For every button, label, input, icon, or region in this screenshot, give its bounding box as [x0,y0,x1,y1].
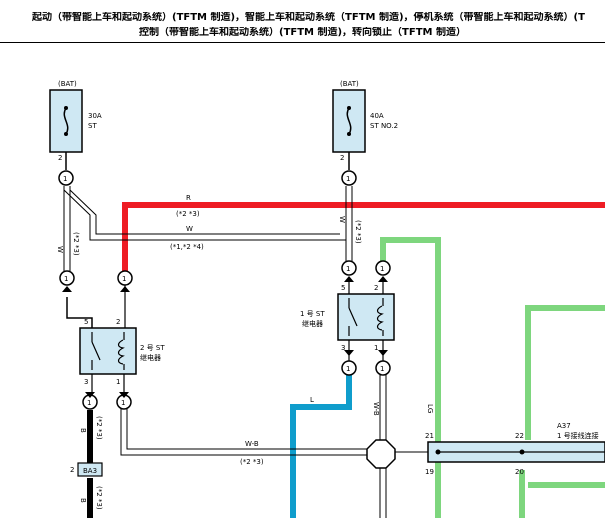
fuse-st-pin: 2 [58,154,62,162]
conn-9-label: 1 [87,399,91,407]
wire-wb-note: (*2 *3) [240,458,264,466]
fuse-st-no2-name: ST NO.2 [370,122,398,130]
conn-2-label: 1 [346,175,350,183]
junction-a37-label: 1 号接线连接 [557,431,599,440]
wire-w-left-note: (*2 *3) [72,232,80,256]
wire-blue-l [290,375,352,518]
conn-10-label: 1 [121,399,125,407]
relay-no1-pin-1: 1 [374,344,378,352]
wire-w-left-color: W [56,246,64,253]
relay-no1-pin-3: 3 [341,344,345,352]
conn-6-label: 1 [380,265,384,273]
conn-8-label: 1 [380,365,384,373]
conn-1-label: 1 [63,175,67,183]
diagram-title-line-2: 控制（带智能上车和起动系统）(TFTM 制造)，转向锁止（TFTM 制造） [139,27,466,38]
relay-no2-label: 2 号 ST [140,344,165,352]
relay-no2-label-2: 继电器 [140,353,161,362]
relay-no1-pin-2: 2 [374,284,378,292]
relay-no1-label: 1 号 ST [300,310,325,318]
splice-point [366,439,396,469]
fuse-st-no2 [332,89,366,170]
wire-red [122,202,605,278]
relay-no1-label-2: 继电器 [302,319,323,328]
fuse-st-no2-pin: 2 [340,154,344,162]
relay-no1-st [337,282,395,361]
conn-3-label: 1 [64,275,68,283]
wire-wb-vertical: W-B [372,402,380,416]
relay-no2-pin-3: 3 [84,378,88,386]
wire-l-color: L [310,396,314,404]
wire-red-color: R [186,194,191,202]
wire-w-note: (*1,*2 *4) [170,243,204,251]
diagram-title-line-1: 起动（带智能上车和起动系统）(TFTM 制造)，智能上车和起动系统（TFTM 制… [32,12,585,23]
fuse-st-source: (BAT) [58,80,77,88]
wire-b-color: B [79,428,87,433]
wire-w-color: W [186,225,193,233]
relay-no2-pin-2: 2 [116,318,120,326]
wire-w-right-note: (*2 *3) [354,220,362,244]
wire-b-note-2: (*2 *3) [95,486,103,510]
wire-lg-color: LG [426,404,434,413]
junction-pin-21: 21 [425,432,434,440]
wire-green-lg [380,237,441,518]
wire-green-right [525,305,605,440]
fuse-st [49,89,83,170]
title-underline [0,42,605,43]
conn-5-label: 1 [346,265,350,273]
wire-green-bottom [519,470,605,518]
fuse-st-no2-rating: 40A [370,112,384,120]
junction-a37 [427,441,605,463]
relay-no2-st [79,285,137,395]
junction-a37-name: A37 [557,422,571,430]
wire-wb-color: W-B [245,440,259,448]
wire-b-note: (*2 *3) [95,416,103,440]
relay-no2-pin-1: 1 [116,378,120,386]
wire-b-color-2: B [79,498,87,503]
fuse-st-name: ST [88,122,97,130]
ba3-pin: 2 [70,466,74,474]
connector-ba3 [77,462,103,477]
wire-red-note: (*2 *3) [176,210,200,218]
fuse-st-rating: 30A [88,112,102,120]
junction-pin-22: 22 [515,432,524,440]
relay-no2-pin-5: 5 [84,318,88,326]
junction-pin-19: 19 [425,468,434,476]
conn-4-label: 1 [122,275,126,283]
wire-w-right-color: W [338,216,346,223]
relay-no1-pin-5: 5 [341,284,345,292]
fuse-st-no2-source: (BAT) [340,80,359,88]
conn-7-label: 1 [346,365,350,373]
ba3-label: BA3 [83,467,97,475]
junction-pin-20: 20 [515,468,524,476]
